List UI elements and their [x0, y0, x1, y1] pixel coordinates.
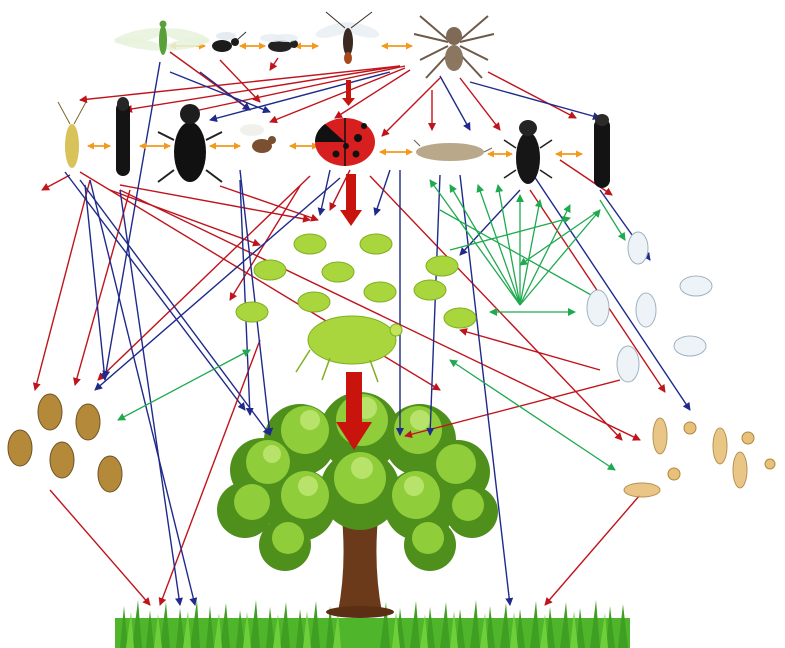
- parasitism-arrows: [429, 179, 626, 306]
- parasitoid-wasp-b: [260, 34, 298, 52]
- click-beetle: [503, 120, 553, 184]
- soldier-beetle: [594, 114, 610, 188]
- whitefly-group: [586, 231, 713, 383]
- ichneumon-wasp: [315, 11, 380, 64]
- ground-beetle: [157, 104, 223, 183]
- parasitoid-wasp-a: [212, 31, 247, 52]
- consumption-arrows: [64, 61, 691, 606]
- grassland: [115, 600, 630, 648]
- lacewing: [114, 20, 210, 55]
- mirid-bug: [57, 101, 87, 168]
- rove-beetle: [116, 97, 130, 176]
- bidirectional-arrows: [117, 308, 616, 471]
- lacewing-larva: [413, 139, 493, 161]
- spider: [413, 15, 495, 79]
- ladybird: [314, 118, 375, 166]
- shield-bug-group: [7, 393, 123, 493]
- main-flow-arrows: [336, 80, 372, 450]
- aphid-colony: [235, 233, 477, 383]
- psyllid-group: [623, 417, 776, 498]
- parasitoid-wasp-c: [240, 124, 276, 153]
